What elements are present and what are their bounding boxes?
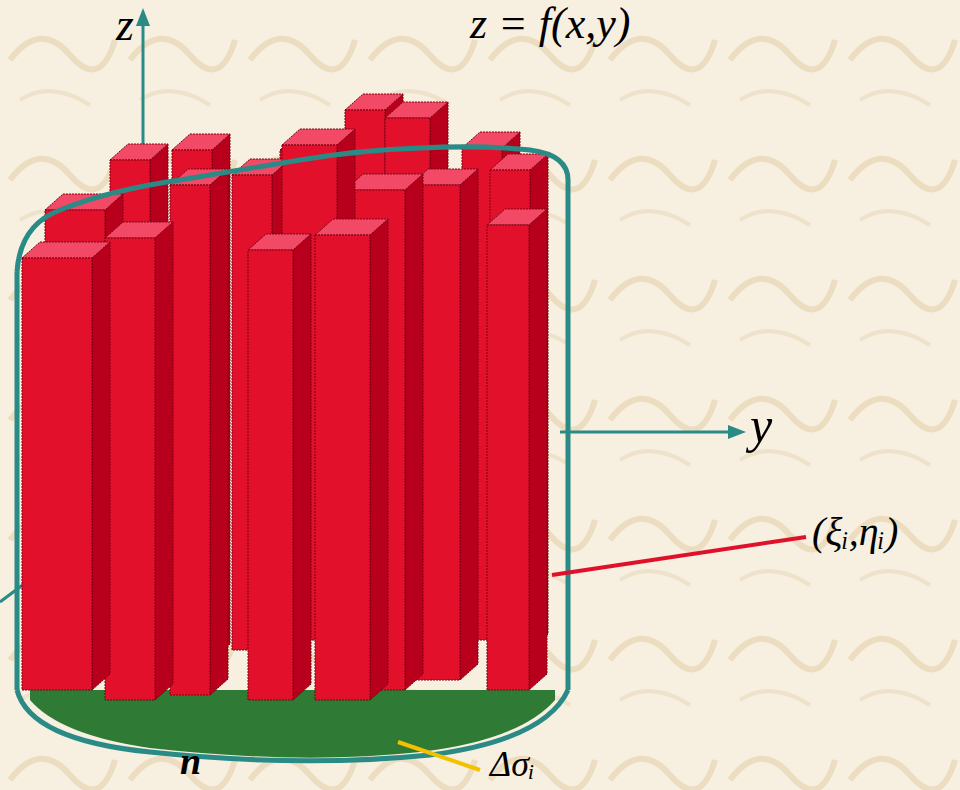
prism-face bbox=[490, 154, 548, 170]
prism-face bbox=[345, 94, 403, 110]
leader-line bbox=[398, 742, 480, 770]
prism-face bbox=[248, 234, 311, 250]
prism-face bbox=[315, 219, 388, 235]
sum-index: n bbox=[180, 742, 201, 780]
prism-face bbox=[487, 209, 547, 225]
prism-face bbox=[529, 209, 547, 690]
prism-face bbox=[248, 250, 293, 700]
prism-face bbox=[460, 169, 478, 680]
prism-face bbox=[487, 225, 529, 690]
z-arrowhead bbox=[136, 8, 150, 26]
surface-outline bbox=[17, 147, 568, 272]
area-element-label: Δσᵢ bbox=[490, 746, 535, 782]
y-arrowhead bbox=[728, 425, 746, 439]
prism-face bbox=[293, 234, 311, 700]
axis-label: y bbox=[750, 400, 772, 450]
prism-face bbox=[155, 222, 173, 700]
prism-face bbox=[385, 102, 448, 118]
prism-face bbox=[22, 258, 92, 690]
prism-face bbox=[315, 235, 370, 700]
cylinder-side bbox=[566, 180, 571, 690]
prism-face bbox=[210, 169, 228, 695]
prism-face bbox=[105, 222, 173, 238]
prism-face bbox=[282, 129, 355, 145]
sample-point-label: (ξᵢ,ηᵢ) bbox=[812, 512, 898, 552]
surface-label: z = f(x,y) bbox=[470, 2, 630, 46]
prism-bars bbox=[22, 94, 548, 700]
prism-face bbox=[22, 242, 110, 258]
y-axis bbox=[560, 431, 730, 434]
cylinder-side bbox=[15, 272, 20, 690]
prism-face bbox=[172, 134, 230, 150]
leader-line bbox=[552, 537, 806, 575]
prism-face bbox=[92, 242, 110, 690]
domain-outline bbox=[17, 690, 568, 761]
prism-face bbox=[170, 185, 210, 695]
prism-face bbox=[370, 219, 388, 700]
axis-label: z bbox=[116, 2, 134, 48]
prism-face bbox=[110, 144, 168, 160]
prism-face bbox=[405, 174, 423, 690]
prism-face bbox=[105, 238, 155, 700]
prism-face bbox=[345, 174, 423, 190]
